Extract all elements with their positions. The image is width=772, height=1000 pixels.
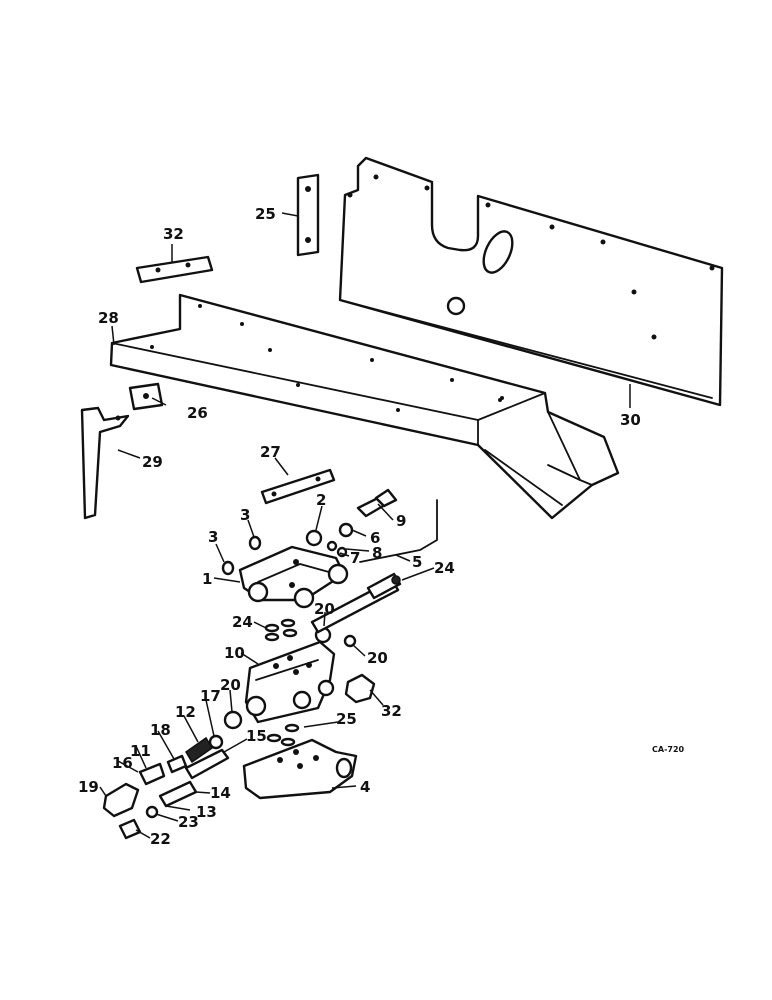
- callout-22: 23: [178, 813, 199, 831]
- part-32-plug: [344, 673, 376, 704]
- part-26-plate: [128, 382, 164, 411]
- callout-10: 10: [224, 644, 245, 662]
- callout-14: 14: [210, 784, 231, 802]
- callout-12: 12: [175, 703, 196, 721]
- seal-rings: [221, 522, 357, 747]
- callout-6: 6: [370, 529, 380, 547]
- callout-19: 19: [78, 778, 99, 796]
- callout-3-lower: 3: [208, 528, 218, 546]
- leader-lines: [99, 212, 631, 839]
- callout-26: 26: [187, 404, 208, 422]
- part-23-spool: [310, 572, 402, 634]
- callout-29: 29: [142, 453, 163, 471]
- callout-7: 7: [350, 549, 360, 567]
- callout-18: 18: [150, 721, 171, 739]
- callout-20-lower: 20: [220, 676, 241, 694]
- callout-20-right: 20: [367, 649, 388, 667]
- callout-30: 30: [620, 411, 641, 429]
- part-29-support: [80, 406, 130, 520]
- callout-8: 8: [372, 544, 382, 562]
- part-30-side-panel: [338, 156, 724, 407]
- callout-31: 32: [163, 225, 184, 243]
- callout-28: 28: [98, 309, 119, 327]
- callout-1: 1: [202, 570, 212, 588]
- callout-24-upper: 24: [232, 613, 253, 631]
- small-components: [102, 734, 230, 840]
- callout-24-lower: 25: [336, 710, 357, 728]
- callout-4: 4: [360, 778, 370, 796]
- part-5-tube: [359, 499, 438, 563]
- callout-9: 9: [396, 512, 406, 530]
- part-1-valve-body: [238, 545, 349, 609]
- drawing-code: CA-720: [652, 745, 685, 754]
- callout-11: 11: [130, 742, 151, 760]
- part-28-channel: [109, 293, 620, 520]
- callout-15: 15: [246, 727, 267, 745]
- part-27-plate: [260, 468, 336, 505]
- callout-20-upper: 20: [314, 600, 335, 618]
- callout-3-upper: 3: [240, 506, 250, 524]
- part-9-fitting: [356, 488, 398, 518]
- callout-2: 2: [316, 491, 326, 509]
- callout-21: 22: [150, 830, 171, 848]
- part-10-valve-housing: [244, 640, 336, 724]
- callout-32: 32: [381, 702, 402, 720]
- callout-labels: 25 32 28 26 29 27 30 2 3 3 1 9 6 8 7 5 2…: [78, 205, 685, 848]
- callout-16: 16: [112, 754, 133, 772]
- callout-27: 27: [260, 443, 281, 461]
- part-31-plate: [135, 255, 214, 284]
- callout-5: 5: [412, 553, 422, 571]
- callout-23: 24: [434, 559, 455, 577]
- part-25-strap: [296, 173, 320, 257]
- callout-17: 17: [200, 687, 221, 705]
- callout-25: 25: [255, 205, 276, 223]
- part-4-end-cover: [242, 738, 358, 800]
- callout-13: 13: [196, 803, 217, 821]
